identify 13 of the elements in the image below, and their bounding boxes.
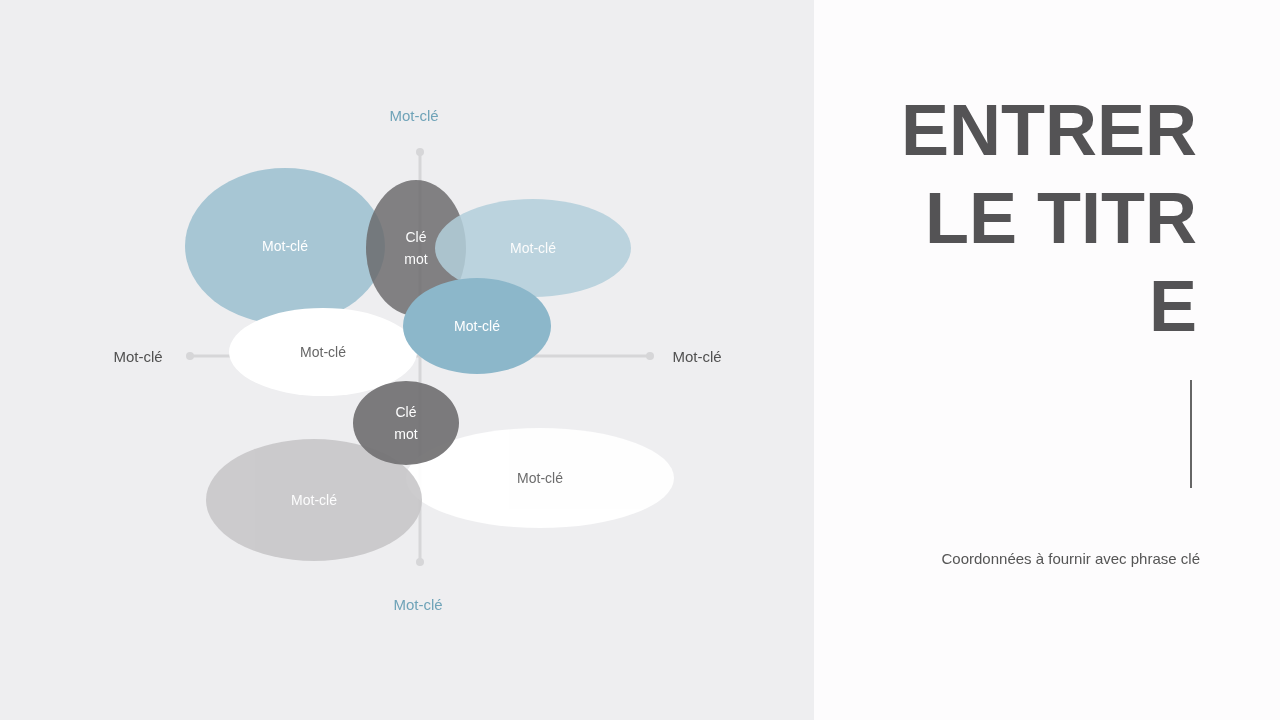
- axis-label: Mot-clé: [389, 105, 439, 126]
- keyword-text: Mot-clé: [510, 239, 556, 258]
- axis-label: Mot-clé: [393, 594, 443, 615]
- caption: Coordonnées à fournir avec phrase clé: [941, 549, 1200, 569]
- axis-label: Mot-clé: [113, 346, 163, 367]
- keyword-text: Mot-clé: [300, 343, 346, 362]
- keyword-text: Clé mot: [403, 228, 429, 269]
- title: ENTRER LE TITRE: [900, 89, 1197, 348]
- keyword-text: Mot-clé: [517, 469, 563, 488]
- keyword-text: Mot-clé: [454, 317, 500, 336]
- axis-label: Mot-clé: [672, 346, 722, 367]
- keyword-text: Clé mot: [393, 403, 419, 444]
- keyword-text: Mot-clé: [262, 237, 308, 256]
